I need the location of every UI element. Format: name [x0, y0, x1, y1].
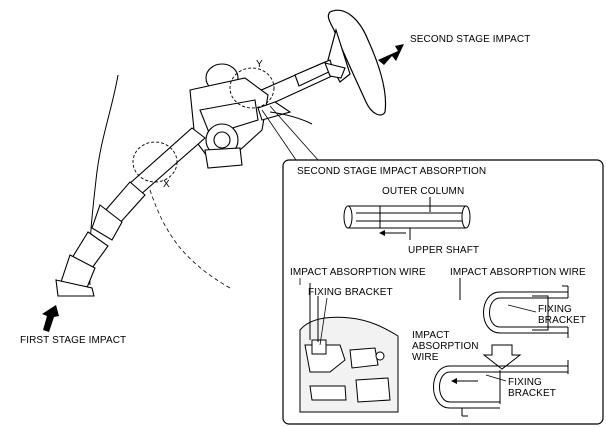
- first-stage-impact-arrow: [42, 305, 59, 332]
- impact-absorption-wire-bottom-label: IMPACT ABSORPTION WIRE: [412, 330, 479, 363]
- impact-absorption-wire-after: [433, 360, 569, 417]
- upper-shaft-label: UPPER SHAFT: [408, 245, 480, 256]
- impact-absorption-wire-right-label: IMPACT ABSORPTION WIRE: [450, 267, 586, 278]
- second-stage-impact-arrow: [378, 44, 404, 65]
- floor-contour: [149, 189, 231, 289]
- inset-title: SECOND STAGE IMPACT ABSORPTION: [297, 166, 487, 177]
- callout-circle-y: [229, 67, 275, 109]
- fixing-bracket-right-bottom-label: FIXING BRACKET: [508, 377, 556, 399]
- fixing-bracket-detail: [299, 283, 399, 413]
- fixing-bracket-right-top-label: FIXING BRACKET: [538, 304, 586, 326]
- inset-leader-b: [269, 105, 319, 161]
- inset-leaders: [299, 278, 537, 382]
- outer-column-label: OUTER COLUMN: [382, 186, 465, 197]
- impact-absorption-wire-before: [459, 278, 569, 338]
- second-stage-impact-label: SECOND STAGE IMPACT: [410, 34, 531, 45]
- steering-wheel: [327, 9, 387, 116]
- first-stage-impact-label: FIRST STAGE IMPACT: [20, 335, 127, 346]
- outer-column-detail: [343, 197, 471, 240]
- fixing-bracket-left-label: FIXING BRACKET: [308, 287, 393, 298]
- transition-arrow: [482, 344, 522, 370]
- callout-circle-x: [132, 141, 178, 183]
- inset-leader-a: [261, 109, 297, 161]
- callout-y-label: Y: [256, 59, 263, 70]
- callout-x-label: X: [163, 179, 170, 190]
- impact-absorption-wire-left-label: IMPACT ABSORPTION WIRE: [290, 267, 426, 278]
- intermediate-shaft: [55, 127, 206, 297]
